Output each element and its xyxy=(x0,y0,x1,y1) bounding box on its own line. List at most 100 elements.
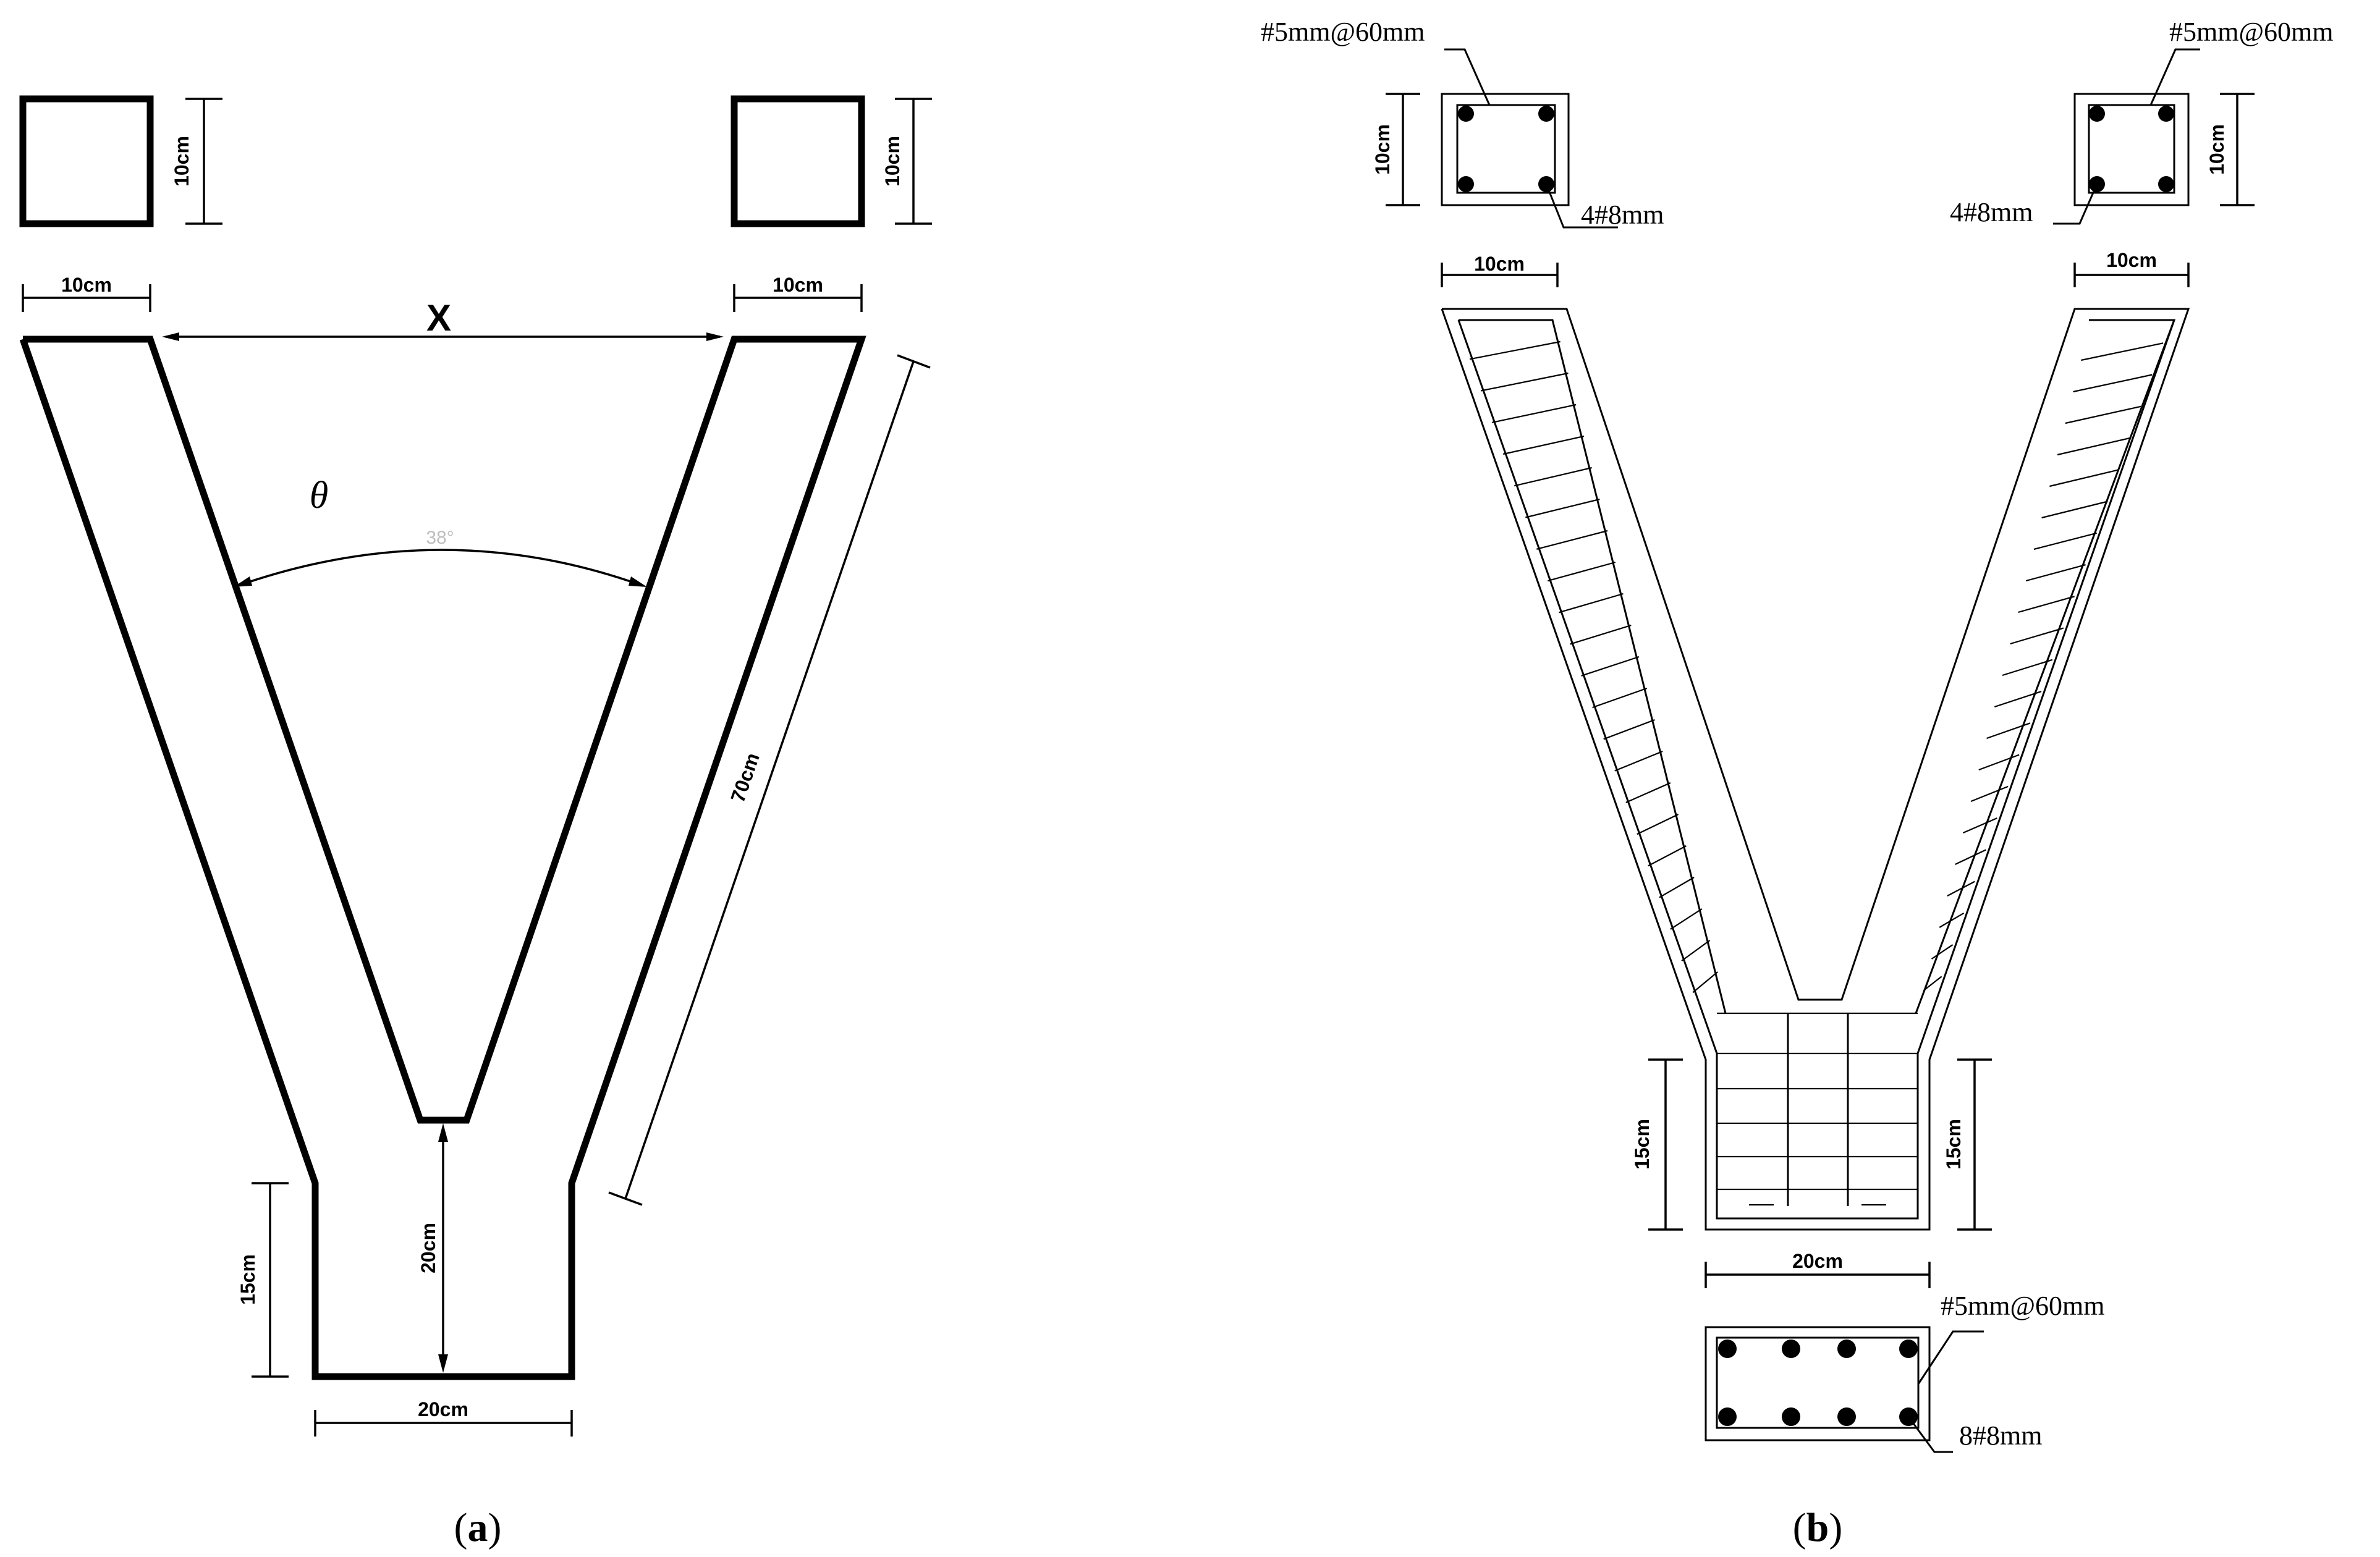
rebar-dot xyxy=(1782,1340,1800,1358)
stirrup-line xyxy=(1570,624,1632,645)
right-section-square xyxy=(731,95,865,227)
dim-label: 20cm xyxy=(1792,1250,1843,1272)
dim-label: 15cm xyxy=(1631,1119,1653,1170)
stirrup-line xyxy=(1939,912,1965,928)
y-inner-cage xyxy=(1459,319,1727,1014)
stirrup-line xyxy=(1491,403,1577,423)
section-outline xyxy=(1441,93,1570,206)
stirrup-line xyxy=(1978,754,2020,771)
stirrup-line xyxy=(1625,782,1671,803)
stirrup-line xyxy=(1659,877,1695,898)
stirrup-line xyxy=(2018,596,2075,614)
left-section-square xyxy=(19,95,154,227)
stirrup-line xyxy=(1970,785,2009,803)
right-stirrup-label: #5mm@60mm xyxy=(2169,17,2333,47)
reinforced-y-body xyxy=(1441,308,2190,1231)
dim-label: 10cm xyxy=(171,136,193,187)
dim-label: 10cm xyxy=(1371,124,1394,175)
rebar-dot xyxy=(1899,1340,1918,1358)
dim-inner-height: 20cm xyxy=(417,1123,448,1373)
stirrup-line xyxy=(2033,532,2097,551)
dim-arm-length: 70cm xyxy=(608,354,931,1206)
rebar-dot xyxy=(1458,176,1474,192)
dim-top-left-width: 10cm xyxy=(22,274,151,312)
y-outer-outline xyxy=(1441,308,2190,1231)
dim-top-right-height: 10cm xyxy=(881,98,932,225)
stirrup-line xyxy=(1614,750,1663,772)
caption-b: (b) xyxy=(1793,1505,1843,1550)
stirrup-line xyxy=(1994,691,2042,708)
dim-label: 10cm xyxy=(2206,124,2228,175)
y-outer-outline xyxy=(19,335,866,1380)
dim-top-left-height: 10cm xyxy=(171,98,222,225)
dim-label: 20cm xyxy=(417,1223,439,1273)
bottom-stirrup-label: #5mm@60mm xyxy=(1941,1291,2104,1321)
rebar-dot xyxy=(2089,106,2105,122)
stirrup-line xyxy=(2041,500,2108,519)
stirrup-line xyxy=(1923,976,1942,991)
stirrup-line xyxy=(2025,564,2086,582)
dim-label: 10cm xyxy=(773,274,823,296)
dim-label: 20cm xyxy=(418,1398,468,1420)
left-bars-label: 4#8mm xyxy=(1581,200,1664,230)
stirrup-line xyxy=(1681,940,1711,961)
stirrup-line xyxy=(2049,469,2119,487)
stirrup-line xyxy=(2010,627,2064,645)
stirrup-line xyxy=(1692,971,1719,994)
right-section-detail: #5mm@60mm 4#8mm 10cm 10cm xyxy=(1950,17,2333,287)
dim-top-right-width: 10cm xyxy=(733,274,863,312)
section-outline xyxy=(2073,93,2190,206)
dim-label: 10cm xyxy=(1474,253,1525,275)
stirrup-line xyxy=(1670,908,1703,930)
dim-stem-left-b: 15cm xyxy=(1631,1058,1683,1231)
stirrup-line xyxy=(1581,656,1640,677)
stirrup-group xyxy=(1469,340,2164,1206)
dim-label: 10cm xyxy=(61,274,112,296)
angle-symbol: θ xyxy=(310,475,328,517)
rebar-dot xyxy=(1458,106,1474,122)
y-inner-cage xyxy=(1457,319,2175,1220)
stirrup-line xyxy=(1559,593,1624,614)
rebar-dot xyxy=(1837,1407,1856,1426)
dim-base-width-b: 20cm xyxy=(1705,1250,1931,1288)
stirrup-line xyxy=(1469,340,1561,360)
rebar-dot xyxy=(1837,1340,1856,1358)
stirrup-line xyxy=(2081,342,2164,361)
stirrup-outline xyxy=(2088,104,2175,194)
rebar-dot xyxy=(1718,1407,1737,1426)
stirrup-line xyxy=(1592,687,1648,709)
stirrup-line xyxy=(1548,561,1616,582)
stirrup-line xyxy=(1955,849,1986,865)
rebar-dot xyxy=(1538,106,1554,122)
angle-marker: θ 38° xyxy=(234,475,647,587)
dim-label: 10cm xyxy=(2106,249,2157,271)
stirrup-line xyxy=(2002,659,2053,677)
bottom-bars-label: 8#8mm xyxy=(1959,1420,2042,1451)
stirrup-line xyxy=(1514,466,1592,487)
stirrup-outline xyxy=(1716,1336,1920,1429)
stirrup-line xyxy=(1986,722,2031,740)
left-stirrup-label: #5mm@60mm xyxy=(1261,17,1425,47)
dim-stem-height: 15cm xyxy=(237,1182,289,1378)
stirrup-outline xyxy=(1456,104,1556,194)
left-section-detail: #5mm@60mm 4#8mm 10cm 10cm xyxy=(1261,17,1664,287)
stirrup-line xyxy=(2065,405,2141,424)
dim-label: 10cm xyxy=(881,136,904,187)
dim-label: 70cm xyxy=(726,750,764,805)
stirrup-line xyxy=(2073,374,2153,393)
rebar-dot xyxy=(2158,176,2174,192)
dim-stem-right-b: 15cm xyxy=(1942,1058,1992,1231)
stirrup-line xyxy=(1931,944,1954,960)
stirrup-line xyxy=(2057,437,2130,456)
dim-label: 15cm xyxy=(1942,1119,1965,1170)
stirrup-line xyxy=(1480,372,1569,392)
stirrup-line xyxy=(1536,530,1608,550)
section-outline xyxy=(1705,1326,1931,1441)
right-bars-label: 4#8mm xyxy=(1950,197,2033,227)
span-label: X xyxy=(426,297,451,339)
stirrup-line xyxy=(1525,498,1600,518)
stirrup-line xyxy=(1947,880,1975,897)
dim-label: 15cm xyxy=(237,1254,259,1305)
caption-a: (a) xyxy=(454,1505,502,1550)
